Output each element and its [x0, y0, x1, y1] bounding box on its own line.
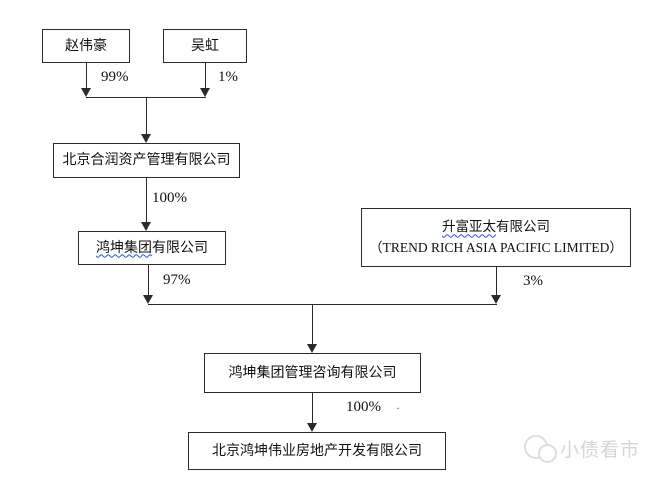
node-wu-hong: 吴虹: [163, 29, 247, 63]
connector-mid-joint: [148, 304, 497, 305]
arrowhead-hongkun-icon: [141, 222, 151, 231]
edge-label-1pct: 1%: [218, 69, 238, 85]
node-beijing-hongkun-weiye-label: 北京鸿坤伟业房地产开发有限公司: [212, 443, 422, 459]
node-trend-rich-line2: （TREND RICH ASIA PACIFIC LIMITED）: [369, 239, 623, 255]
connector-zhao-stem: [86, 63, 87, 89]
connector-wu-stem: [205, 63, 206, 89]
node-beijing-hongkun-weiye: 北京鸿坤伟业房地产开发有限公司: [188, 432, 446, 470]
edge-label-100pct-upper: 100%: [152, 190, 187, 206]
node-hongkun-group-label-underlined: 鸿坤集团: [96, 240, 152, 256]
connector-hongkun-stem: [148, 265, 149, 296]
connector-consulting-to-weiye: [312, 393, 313, 424]
connector-joint-to-consulting: [312, 304, 313, 345]
arrowhead-zhao-icon: [81, 88, 91, 97]
node-trend-rich: 升富亚太有限公司 （TREND RICH ASIA PACIFIC LIMITE…: [361, 208, 631, 267]
connector-trendrich-stem: [496, 267, 497, 296]
node-beijing-herun-label: 北京合润资产管理有限公司: [62, 153, 231, 168]
arrowhead-weiye-icon: [307, 423, 317, 432]
node-hongkun-consulting: 鸿坤集团管理咨询有限公司: [204, 353, 421, 393]
edge-label-99pct: 99%: [101, 69, 129, 85]
node-trend-rich-line1-underlined: 升富亚太: [442, 219, 496, 235]
node-zhao-weihao-label: 赵伟豪: [65, 38, 107, 54]
watermark-logo-icon: [522, 432, 560, 464]
node-hongkun-consulting-label: 鸿坤集团管理咨询有限公司: [228, 365, 397, 381]
edge-label-3pct: 3%: [523, 273, 543, 289]
arrowhead-wu-icon: [200, 88, 210, 97]
edge-label-100pct-lower: 100%: [346, 399, 381, 415]
connector-joint-to-herun: [146, 97, 147, 135]
arrowhead-herun-icon: [141, 134, 151, 143]
watermark-text: 小债看市: [560, 439, 641, 461]
edge-label-97pct: 97%: [163, 272, 191, 288]
node-beijing-herun: 北京合润资产管理有限公司: [53, 143, 240, 178]
arrowhead-trendrich-joint-icon: [491, 295, 501, 304]
connector-herun-to-hongkun: [146, 178, 147, 223]
node-hongkun-group: 鸿坤集团有限公司: [78, 231, 226, 265]
arrowhead-consulting-icon: [307, 344, 317, 353]
node-trend-rich-line1: 升富亚太有限公司: [442, 217, 550, 237]
stray-mark: ·: [396, 401, 400, 415]
node-hongkun-group-label-rest: 有限公司: [152, 240, 208, 256]
node-hongkun-group-label: 鸿坤集团有限公司: [96, 238, 208, 259]
node-wu-hong-label: 吴虹: [191, 38, 219, 54]
node-zhao-weihao: 赵伟豪: [42, 29, 130, 63]
node-trend-rich-line1-rest: 有限公司: [496, 219, 550, 235]
arrowhead-hongkun-joint-icon: [143, 295, 153, 304]
watermark: 小债看市: [522, 432, 640, 464]
